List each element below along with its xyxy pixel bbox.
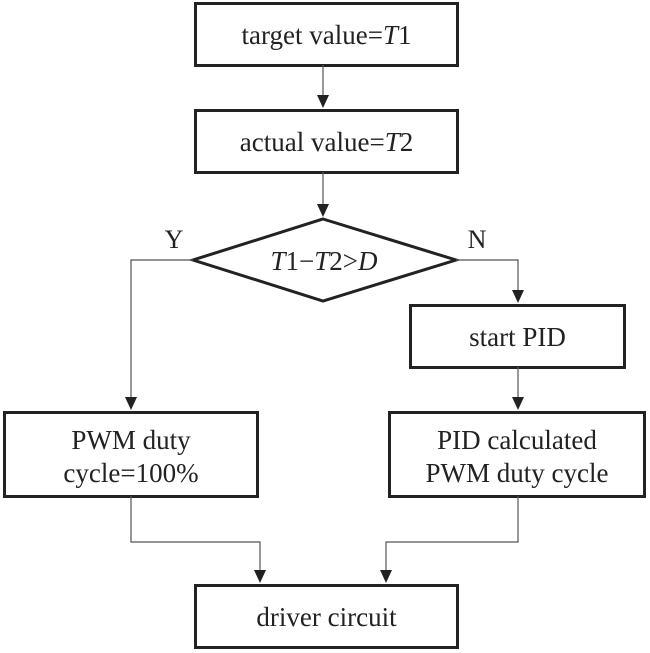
arrowhead	[380, 570, 392, 583]
connector-actual-to-decision	[317, 172, 329, 217]
target-value-label: target value=T1	[242, 20, 412, 50]
start-pid-node: start PID	[409, 304, 626, 369]
target-value-node: target value=T1	[194, 2, 459, 67]
pid-calc-box	[388, 411, 646, 498]
connector-decision-to-start-pid	[456, 259, 524, 303]
actual-value-label: actual value=T2	[240, 127, 413, 157]
pwm-full-label-line-2: cycle=100%	[63, 458, 198, 488]
arrowhead	[254, 570, 266, 583]
driver-circuit-label: driver circuit	[256, 602, 397, 632]
actual-value-box	[194, 109, 459, 174]
arrowhead	[512, 397, 524, 410]
pwm-full-node: PWM duty cycle=100%	[3, 411, 259, 498]
start-pid-label: start PID	[469, 322, 566, 352]
decision-diamond	[188, 217, 462, 303]
arrowhead	[317, 204, 329, 217]
start-pid-box	[409, 304, 626, 369]
arrowhead	[125, 397, 137, 410]
pwm-full-label-line-1: PWM duty	[71, 425, 191, 455]
actual-value-node: actual value=T2	[194, 109, 459, 174]
pid-calc-label-line-2: PWM duty cycle	[426, 458, 609, 488]
driver-circuit-node: driver circuit	[194, 584, 459, 649]
driver-circuit-box	[194, 584, 459, 649]
connector-decision-to-pwm-full	[125, 259, 193, 410]
decision-label: T1−T2>D	[270, 246, 378, 276]
arrowhead	[317, 95, 329, 108]
connector-start-pid-to-pid-calc	[512, 367, 524, 410]
pwm-full-box	[3, 411, 259, 498]
target-value-box	[194, 2, 459, 67]
branch-label-yes: Y	[165, 225, 184, 254]
branch-label-no: N	[468, 225, 487, 254]
pid-calc-label-line-1: PID calculated	[437, 425, 597, 455]
pid-calc-node: PID calculated PWM duty cycle	[388, 411, 646, 498]
connector-pid-calc-to-driver	[380, 496, 519, 583]
connector-pwm-full-to-driver	[130, 496, 266, 583]
arrowhead	[512, 290, 524, 303]
connector-target-to-actual	[317, 65, 329, 108]
decision-node: T1−T2>D	[188, 217, 462, 303]
